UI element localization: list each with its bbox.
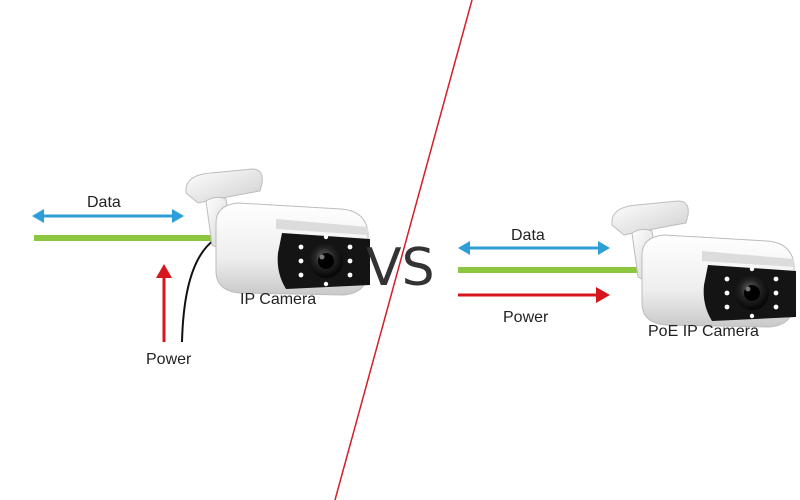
- left-double-arrow-icon: [32, 209, 184, 223]
- right-power-label: Power: [503, 309, 549, 326]
- right-bullet-camera-icon: [611, 200, 797, 328]
- left-power-label: Power: [146, 351, 192, 368]
- left-power-cable: [181, 239, 215, 343]
- left-ip-camera-group: Data Power IP Camera: [32, 168, 371, 368]
- right-poe-camera-group: Data Power PoE IP Camera: [458, 200, 797, 340]
- left-bullet-camera-icon: [185, 168, 371, 296]
- left-arrow-up-icon: [156, 264, 172, 342]
- right-camera-label: PoE IP Camera: [648, 323, 759, 340]
- right-arrow-right-icon: [458, 287, 610, 303]
- vs-label: VS: [366, 238, 435, 298]
- divider-line: [334, 0, 473, 500]
- right-data-label: Data: [511, 227, 545, 244]
- left-camera-label: IP Camera: [240, 291, 316, 308]
- right-double-arrow-icon: [458, 241, 610, 255]
- left-data-label: Data: [87, 194, 121, 211]
